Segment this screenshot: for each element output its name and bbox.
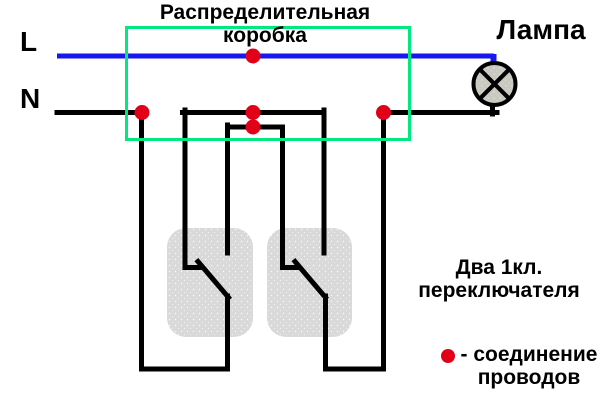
- connection-dot-bridge-upper: [245, 105, 261, 120]
- switch-1-body: [167, 228, 253, 337]
- junction-box-title-line1: Распределительная: [159, 1, 371, 24]
- phase-terminal-label: L: [20, 26, 38, 57]
- switch1-lever: [194, 257, 233, 302]
- switches-caption-line1: Два 1кл.: [455, 256, 543, 279]
- lamp-cross: [478, 67, 511, 101]
- legend-label-line1: - соединение: [460, 343, 598, 366]
- phase-wire: [57, 53, 497, 64]
- neutral-terminal-label: N: [20, 83, 41, 114]
- legend-connection-dot-icon: [441, 349, 455, 363]
- lamp-symbol: [471, 61, 518, 107]
- legend-label-line2: проводов: [477, 366, 581, 389]
- connection-dots: [134, 48, 391, 135]
- switch2-lever: [291, 257, 330, 302]
- switch2-left-contact: [280, 124, 300, 270]
- connection-dot-neutral: [134, 105, 150, 120]
- connection-dot-phase: [245, 48, 261, 64]
- connection-dot-lamp-return: [376, 105, 391, 120]
- switches-caption: Два 1кл. переключателя: [405, 256, 593, 302]
- switch-2-body: [267, 228, 352, 337]
- black-wiring: [54, 99, 500, 372]
- switches-caption-line2: переключателя: [418, 279, 580, 302]
- neutral-to-switch1-common: [139, 110, 230, 372]
- switch2-common-to-lamp: [323, 107, 386, 372]
- junction-box-outline: [125, 26, 411, 141]
- junction-box-title-line2: коробка: [223, 24, 307, 47]
- lamp-label: Лампа: [496, 14, 586, 45]
- switch1-left-contact: [182, 107, 203, 270]
- junction-box-title: Распределительная коробка: [130, 1, 400, 47]
- legend-label: - соединение проводов: [459, 343, 599, 389]
- connection-dot-bridge-lower: [245, 119, 261, 135]
- switch-bodies: [167, 228, 352, 337]
